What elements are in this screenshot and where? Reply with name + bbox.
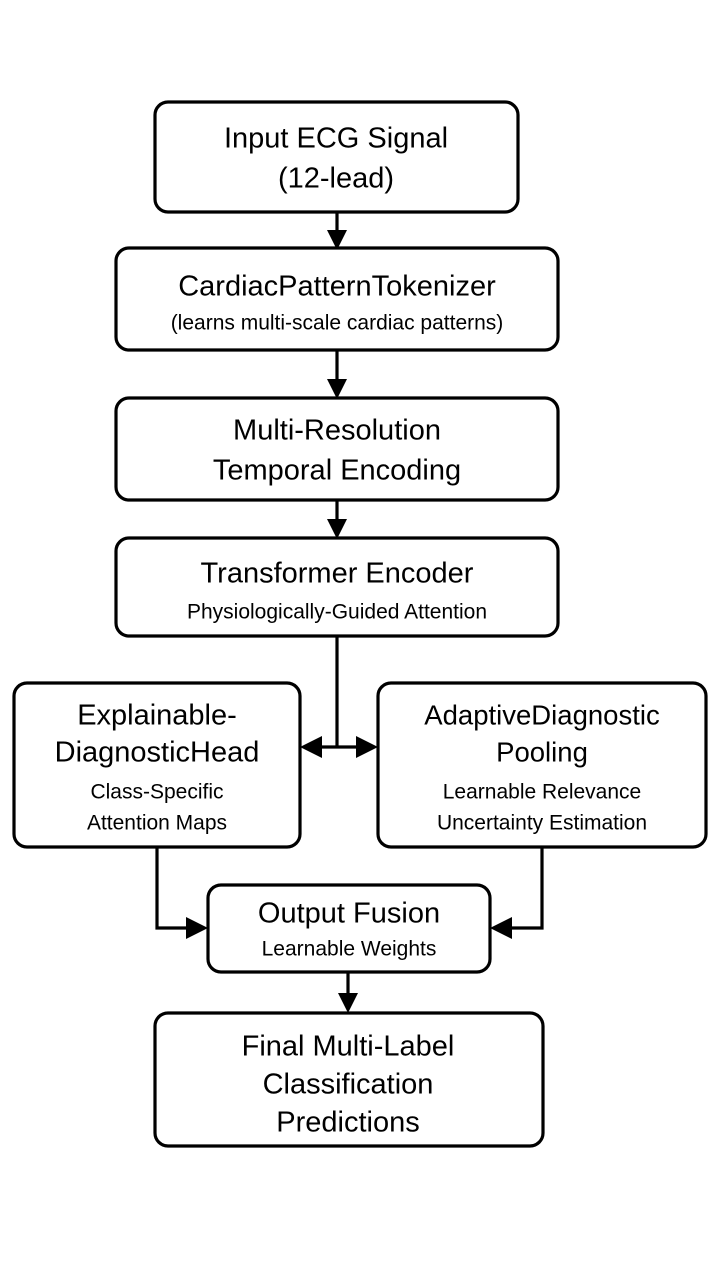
node-explainable-diagnostic-head-title-line1: Explainable- xyxy=(77,700,237,732)
node-output-fusion-title: Output Fusion xyxy=(258,898,440,930)
node-final-predictions-title-line3: Predictions xyxy=(276,1107,419,1139)
node-output-fusion-box xyxy=(206,883,492,974)
node-adaptive-diagnostic-pooling: AdaptiveDiagnostic Pooling Learnable Rel… xyxy=(376,681,708,849)
node-multi-resolution-temporal-encoding-title-line2: Temporal Encoding xyxy=(213,455,461,487)
node-transformer-encoder-box xyxy=(114,536,560,638)
edge-pooling-to-fusion xyxy=(490,847,544,939)
edge-explainable-to-fusion xyxy=(155,847,208,939)
node-input-ecg-signal: Input ECG Signal (12-lead) xyxy=(153,100,520,214)
node-cardiac-pattern-tokenizer-subtitle: (learns multi-scale cardiac patterns) xyxy=(171,312,504,335)
node-transformer-encoder-subtitle: Physiologically-Guided Attention xyxy=(187,601,487,624)
node-adaptive-diagnostic-pooling-box xyxy=(376,681,708,849)
node-cardiac-pattern-tokenizer-title: CardiacPatternTokenizer xyxy=(178,271,496,303)
node-transformer-encoder: Transformer Encoder Physiologically-Guid… xyxy=(114,536,560,638)
node-explainable-diagnostic-head-subtitle-line1: Class-Specific xyxy=(90,781,223,804)
edge-input-to-tokenizer xyxy=(327,212,347,250)
node-final-predictions: Final Multi-Label Classification Predict… xyxy=(153,1011,545,1148)
node-adaptive-diagnostic-pooling-title-line1: AdaptiveDiagnostic xyxy=(424,699,660,730)
node-final-predictions-box xyxy=(153,1011,545,1148)
node-multi-resolution-temporal-encoding-box xyxy=(114,396,560,502)
node-multi-resolution-temporal-encoding: Multi-Resolution Temporal Encoding xyxy=(114,396,560,502)
node-explainable-diagnostic-head-subtitle-line2: Attention Maps xyxy=(87,812,227,835)
node-final-predictions-title-line2: Classification xyxy=(263,1069,434,1101)
node-cardiac-pattern-tokenizer: CardiacPatternTokenizer (learns multi-sc… xyxy=(114,246,560,352)
node-output-fusion: Output Fusion Learnable Weights xyxy=(206,883,492,974)
node-cardiac-pattern-tokenizer-box xyxy=(114,246,560,352)
edge-fusion-to-final xyxy=(338,972,358,1013)
node-output-fusion-subtitle: Learnable Weights xyxy=(262,938,437,961)
node-adaptive-diagnostic-pooling-title-line2: Pooling xyxy=(496,736,588,767)
edge-encoding-to-transformer xyxy=(327,500,347,539)
node-transformer-encoder-title: Transformer Encoder xyxy=(201,558,474,590)
node-final-predictions-title-line1: Final Multi-Label xyxy=(242,1031,455,1063)
node-adaptive-diagnostic-pooling-subtitle-line2: Uncertainty Estimation xyxy=(437,812,647,835)
node-input-ecg-signal-title-line1: Input ECG Signal xyxy=(224,123,448,155)
node-input-ecg-signal-box xyxy=(153,100,520,214)
node-explainable-diagnostic-head: Explainable- DiagnosticHead Class-Specif… xyxy=(12,681,302,849)
node-multi-resolution-temporal-encoding-title-line1: Multi-Resolution xyxy=(233,415,441,447)
node-adaptive-diagnostic-pooling-subtitle-line1: Learnable Relevance xyxy=(443,781,641,804)
edge-tokenizer-to-encoding xyxy=(327,350,347,399)
edge-heads-bidirectional xyxy=(300,736,378,758)
node-input-ecg-signal-title-line2: (12-lead) xyxy=(278,163,394,195)
node-explainable-diagnostic-head-box xyxy=(12,681,302,849)
node-explainable-diagnostic-head-title-line2: DiagnosticHead xyxy=(55,737,260,769)
